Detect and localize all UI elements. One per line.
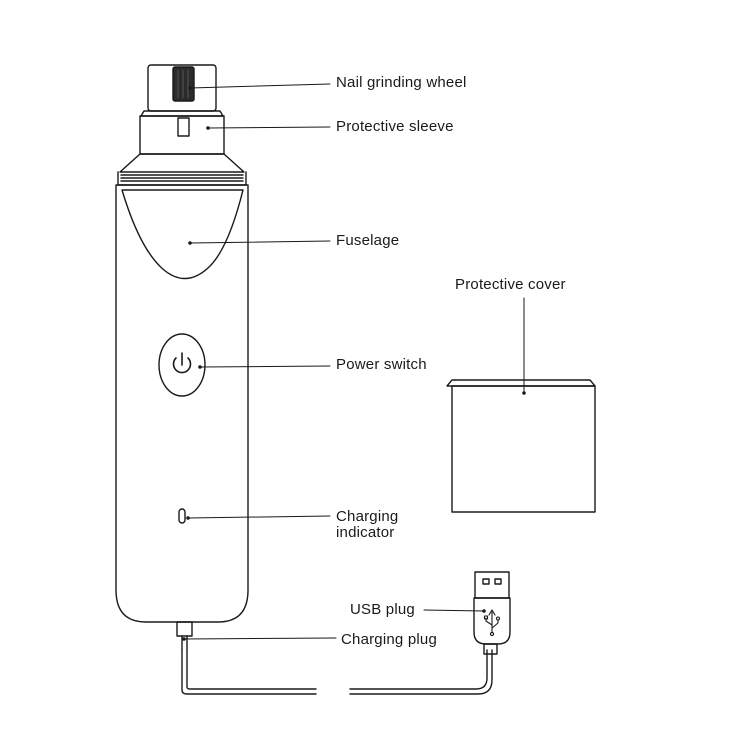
- leader-lines: [182, 83, 526, 641]
- protective-sleeve-shape: [139, 115, 225, 155]
- usb-body: [473, 597, 511, 645]
- head-flare: [119, 153, 245, 173]
- label-charging-indicator-line2: indicator: [336, 524, 395, 541]
- label-protective-cover: Protective cover: [455, 276, 566, 293]
- sleeve-notch: [177, 117, 190, 137]
- device-cable: [181, 635, 317, 695]
- usb-symbol-icon: [483, 609, 501, 637]
- label-power-switch: Power switch: [336, 356, 427, 373]
- protective-cover-shape: [446, 379, 596, 513]
- body-outline: [115, 184, 249, 623]
- label-fuselage: Fuselage: [336, 232, 400, 249]
- fuselage-window: [121, 189, 244, 280]
- power-icon: [172, 352, 192, 374]
- grinder-head: [117, 64, 247, 186]
- charging-plug-shape: [176, 621, 193, 637]
- label-charging-indicator-line1: Charging: [336, 508, 399, 525]
- head-collar: [140, 110, 224, 117]
- usb-connector: [474, 571, 510, 599]
- label-nail-grinding-wheel: Nail grinding wheel: [336, 74, 467, 91]
- usb-cable-strain-relief: [483, 643, 498, 655]
- charging-led: [178, 508, 186, 524]
- label-usb-plug: USB plug: [350, 601, 415, 618]
- label-charging-plug: Charging plug: [341, 631, 437, 648]
- device-body: [115, 184, 249, 637]
- usb-cable: [349, 571, 511, 695]
- power-button: [158, 333, 206, 397]
- label-protective-sleeve: Protective sleeve: [336, 118, 454, 135]
